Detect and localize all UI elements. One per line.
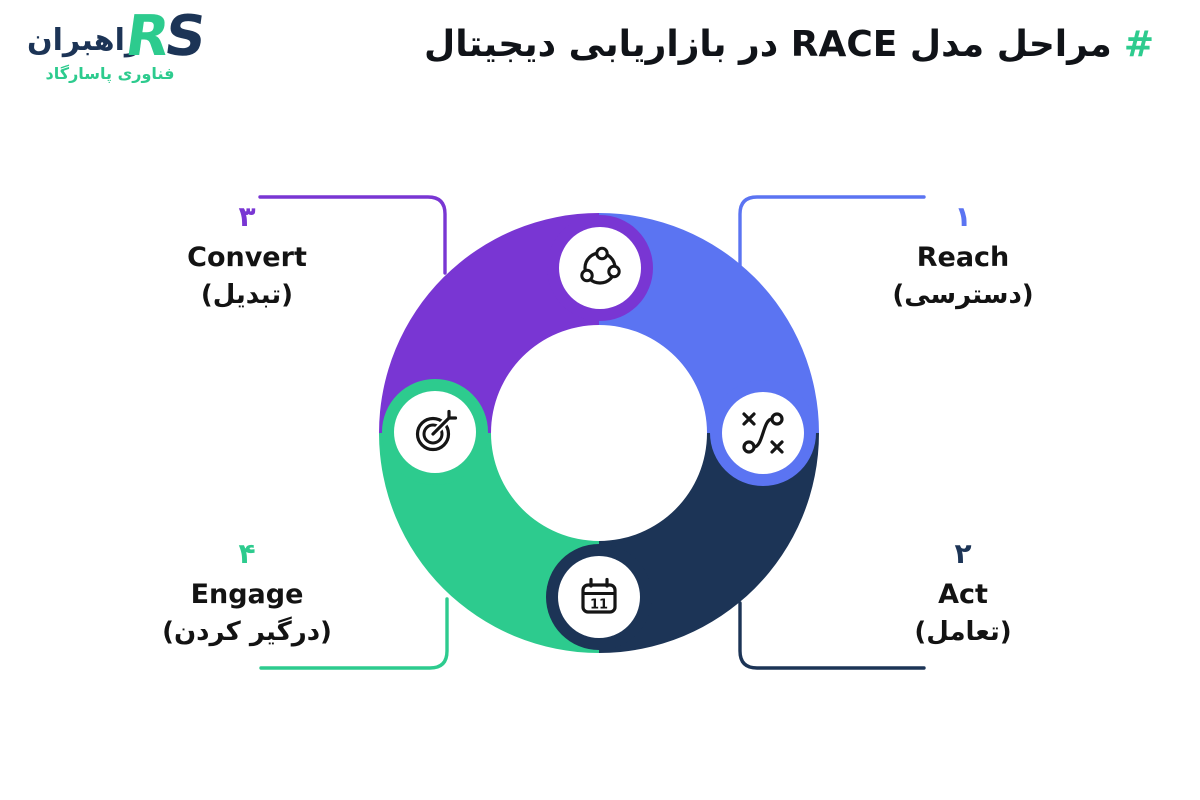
stage-name-persian: (تبدیل): [200, 280, 294, 310]
stage-number: ۴: [238, 537, 256, 570]
stage-name: Convert: [187, 242, 307, 273]
title-text: مراحل مدل RACE در بازاریابی دیجیتال: [424, 24, 1112, 65]
calendar-icon: 11: [581, 577, 617, 614]
stage-node-act: 11: [546, 544, 652, 650]
brand-subtitle: فناوری پاسارگاد: [45, 64, 175, 83]
brand-wordmark: راهبران: [27, 23, 143, 58]
page-title: # مراحل مدل RACE در بازاریابی دیجیتال: [424, 22, 1154, 69]
stage-number: ۱: [954, 200, 972, 233]
stage-name: Engage: [190, 579, 304, 610]
bracket-engage: [259, 597, 449, 670]
bracket-act: [738, 601, 926, 670]
strategy-icon: [742, 412, 784, 454]
calendar-day-number: 11: [590, 598, 608, 613]
stage-number: ۲: [954, 537, 972, 570]
stage-number: ۳: [238, 200, 256, 233]
segment-convert: [379, 213, 599, 433]
stage-node-convert: [547, 215, 653, 321]
segment-act: [599, 433, 819, 653]
connector-brackets: [258, 195, 926, 670]
stage-label-reach: ۱ Reach (دسترسی): [843, 203, 1083, 313]
bracket-convert: [258, 195, 447, 275]
stage-node-engage: [382, 379, 488, 485]
donut-ring: [379, 213, 819, 653]
target-icon: [415, 409, 458, 452]
stage-name-persian: (درگیر کردن): [162, 617, 332, 647]
bracket-reach: [738, 195, 926, 268]
node-disc: [559, 227, 641, 309]
stage-name-persian: (دسترسی): [892, 280, 1034, 310]
title-hash-icon: #: [1123, 24, 1154, 65]
brand-logo: راهبران RS فناوری پاسارگاد: [25, 4, 255, 92]
stage-label-engage: ۴ Engage (درگیر کردن): [127, 540, 367, 650]
stage-name: Reach: [916, 242, 1010, 273]
stage-label-act: ۲ Act (تعامل): [843, 540, 1083, 650]
segment-engage: [379, 433, 599, 653]
node-disc: [558, 556, 640, 638]
stage-name: Act: [938, 579, 988, 610]
stage-name-persian: (تعامل): [914, 617, 1012, 647]
stage-label-convert: ۳ Convert (تبدیل): [127, 203, 367, 313]
segment-reach: [599, 213, 819, 433]
stage-node-reach: [710, 380, 816, 486]
share-network-icon: [580, 246, 621, 285]
